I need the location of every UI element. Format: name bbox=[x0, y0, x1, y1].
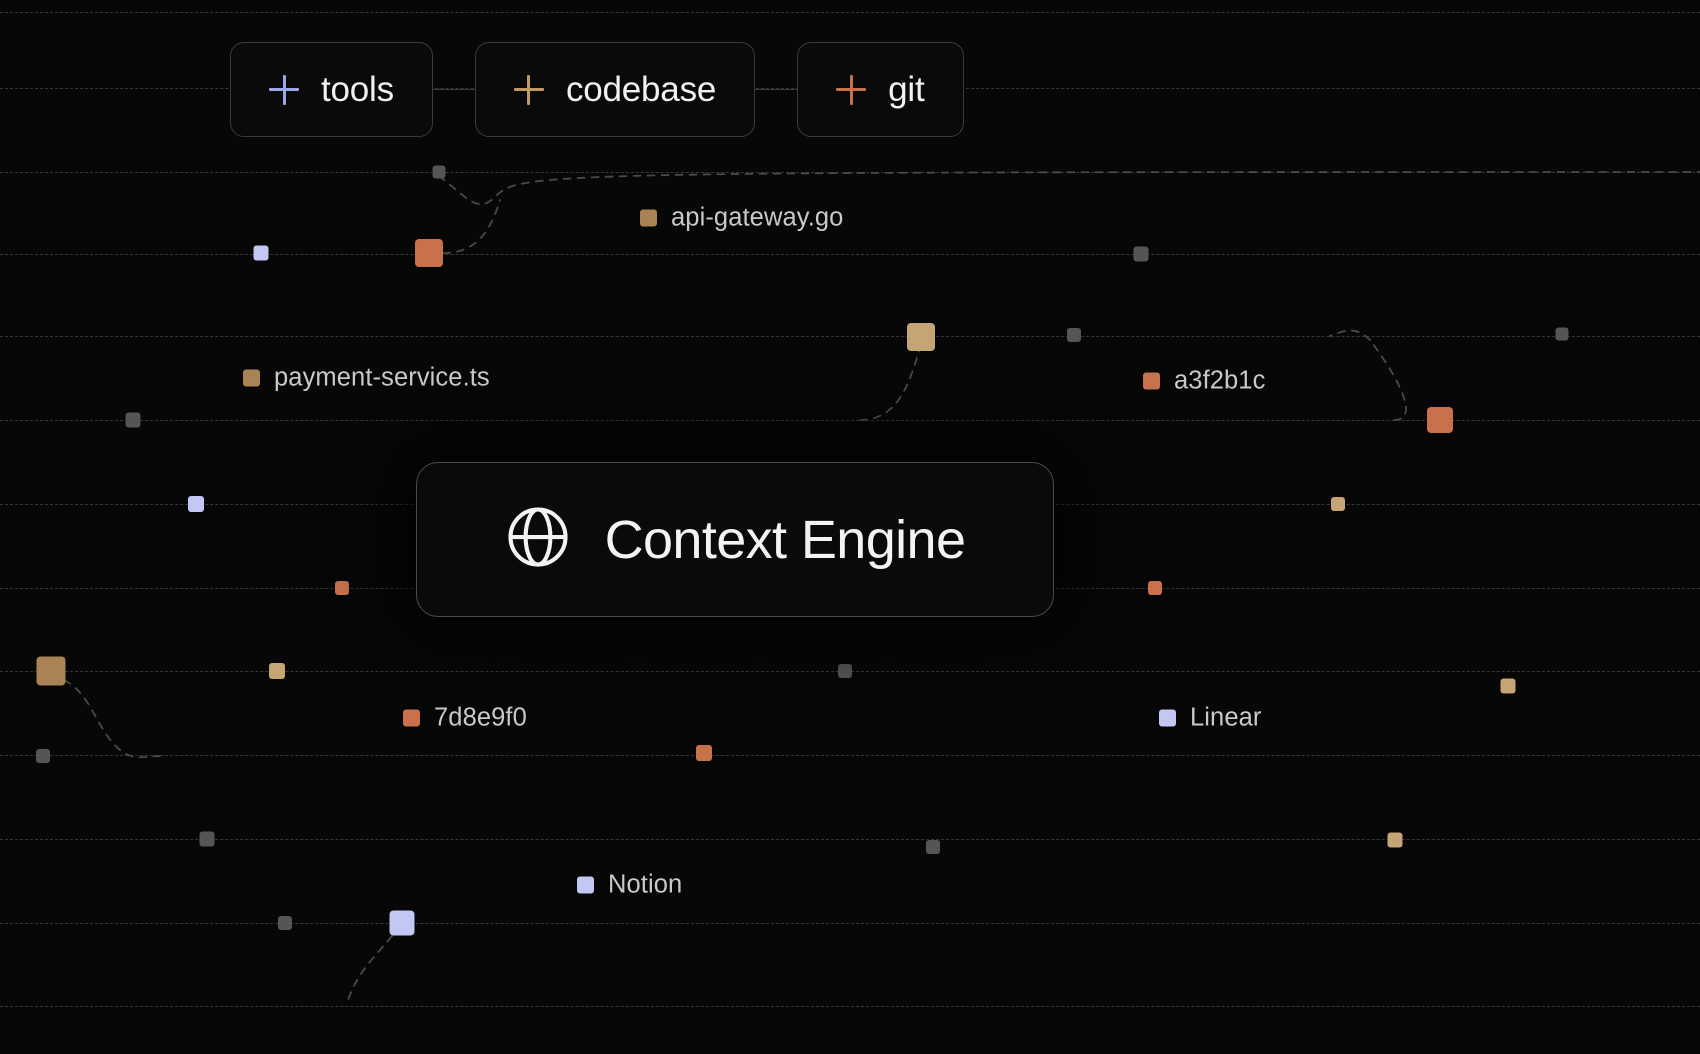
particle-node[interactable] bbox=[1555, 327, 1569, 341]
node-chip-icon bbox=[403, 709, 420, 727]
grid-line bbox=[0, 336, 1700, 337]
node-label: 7d8e9f0 bbox=[434, 703, 527, 732]
node-label: Linear bbox=[1190, 703, 1262, 732]
grid-line bbox=[0, 172, 1700, 173]
particle-node[interactable] bbox=[335, 581, 349, 595]
particle-node[interactable] bbox=[1427, 407, 1453, 433]
particle-node[interactable] bbox=[838, 664, 852, 678]
node-label: api-gateway.go bbox=[671, 203, 844, 232]
connector-path bbox=[63, 679, 161, 759]
node-label: Notion bbox=[608, 870, 683, 899]
particle-node[interactable] bbox=[36, 656, 66, 686]
source-pill-label: codebase bbox=[565, 69, 717, 109]
connector-path bbox=[859, 344, 922, 421]
source-pill-codebase[interactable]: codebase bbox=[474, 42, 756, 137]
node-chip-icon bbox=[243, 369, 260, 387]
context-engine-card[interactable]: Context Engine bbox=[416, 462, 1054, 617]
grid-line bbox=[0, 420, 1700, 421]
source-pill-row: tools codebase git bbox=[230, 42, 964, 137]
source-pill-git[interactable]: git bbox=[797, 42, 964, 137]
node-chip-icon bbox=[640, 209, 657, 227]
grid-line bbox=[0, 12, 1700, 13]
particle-node[interactable] bbox=[36, 749, 50, 763]
particle-node[interactable] bbox=[199, 831, 215, 847]
source-pill-label: tools bbox=[321, 69, 394, 109]
particle-node[interactable] bbox=[926, 840, 940, 854]
particle-node[interactable] bbox=[1331, 497, 1345, 511]
particle-node[interactable] bbox=[1067, 328, 1081, 342]
particle-node[interactable] bbox=[1500, 678, 1516, 694]
grid-line bbox=[0, 755, 1700, 756]
context-engine-title: Context Engine bbox=[604, 509, 966, 570]
particle-node[interactable] bbox=[278, 916, 292, 930]
particle-node[interactable] bbox=[1387, 832, 1403, 848]
particle-node[interactable] bbox=[907, 323, 935, 351]
node-chip-icon bbox=[577, 876, 594, 894]
labelled-node[interactable]: payment-service.ts bbox=[243, 364, 490, 393]
particle-node[interactable] bbox=[253, 245, 269, 261]
pill-connector bbox=[755, 89, 798, 90]
particle-node[interactable] bbox=[415, 239, 443, 267]
connector-path bbox=[442, 199, 501, 254]
particle-node[interactable] bbox=[1133, 246, 1149, 262]
particle-node[interactable] bbox=[188, 496, 204, 512]
plus-icon bbox=[269, 74, 299, 105]
node-chip-icon bbox=[1143, 372, 1160, 390]
pill-connector bbox=[432, 89, 475, 90]
source-pill-tools[interactable]: tools bbox=[230, 42, 433, 137]
plus-icon bbox=[513, 74, 544, 105]
labelled-node[interactable]: Linear bbox=[1159, 704, 1262, 733]
node-label: a3f2b1c bbox=[1174, 366, 1266, 395]
labelled-node[interactable]: Notion bbox=[577, 871, 682, 900]
particle-node[interactable] bbox=[1148, 581, 1162, 595]
grid-line bbox=[0, 1006, 1700, 1007]
grid-line bbox=[0, 923, 1700, 924]
globe-icon bbox=[505, 504, 571, 575]
particle-node[interactable] bbox=[125, 412, 141, 428]
labelled-node[interactable]: 7d8e9f0 bbox=[403, 704, 527, 733]
source-pill-label: git bbox=[888, 69, 925, 109]
connector-path bbox=[347, 935, 393, 1001]
plus-icon bbox=[836, 74, 867, 105]
particle-node[interactable] bbox=[432, 165, 446, 179]
particle-node[interactable] bbox=[389, 910, 415, 936]
labelled-node[interactable]: api-gateway.go bbox=[640, 204, 843, 233]
grid-line bbox=[0, 254, 1700, 255]
connector-path bbox=[438, 171, 1700, 206]
node-chip-icon bbox=[1159, 709, 1176, 727]
grid-line bbox=[0, 839, 1700, 840]
connector-path bbox=[1369, 339, 1407, 421]
labelled-node[interactable]: a3f2b1c bbox=[1143, 367, 1265, 396]
particle-node[interactable] bbox=[269, 663, 285, 679]
particle-node[interactable] bbox=[696, 745, 712, 761]
node-label: payment-service.ts bbox=[274, 363, 490, 392]
